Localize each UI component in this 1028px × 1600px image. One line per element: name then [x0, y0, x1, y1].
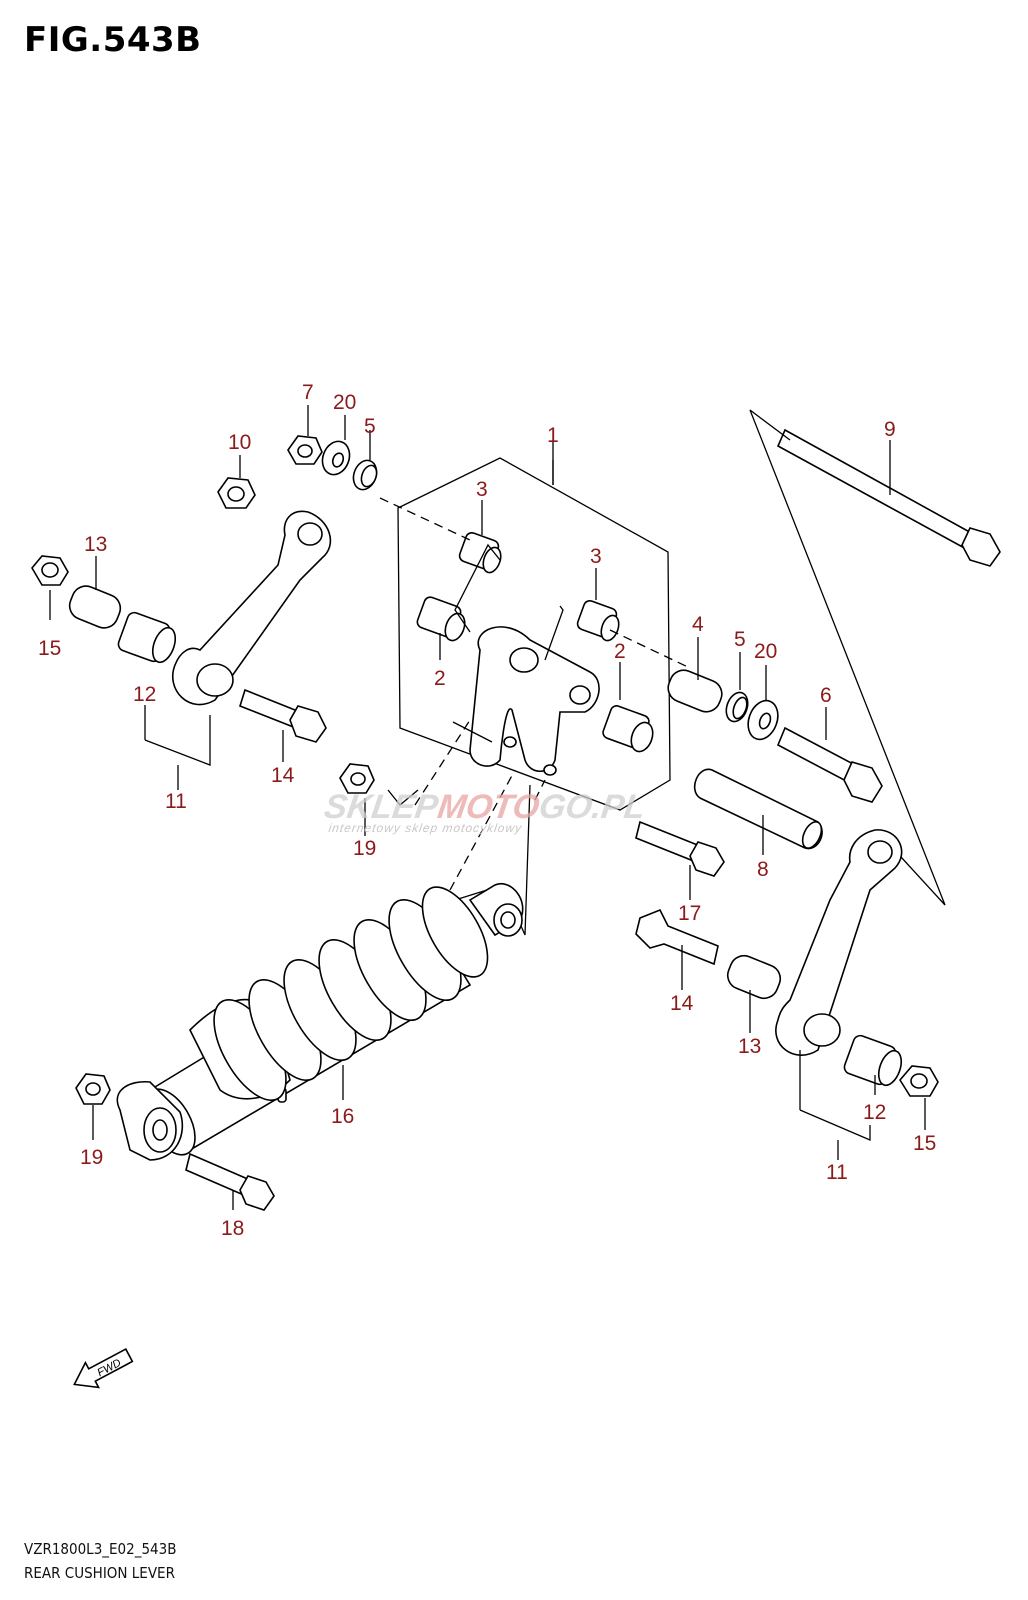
bolt-14-right — [635, 908, 719, 966]
pipe-8 — [694, 768, 823, 850]
callout-20a: 20 — [333, 391, 356, 414]
bolt-14-left — [239, 688, 327, 743]
watermark-brand-end: GO.PL — [537, 788, 648, 826]
callout-16: 16 — [331, 1105, 354, 1128]
nut-7 — [287, 435, 323, 465]
shock-spring — [213, 886, 489, 1102]
callout-11b: 11 — [826, 1161, 848, 1184]
callout-2b: 2 — [614, 640, 626, 663]
callout-14a: 14 — [271, 764, 295, 787]
svg-text:SKLEPMOTOGO.PL: SKLEPMOTOGO.PL — [322, 788, 648, 826]
nut-19-lower — [75, 1073, 111, 1105]
part-1-group-outline — [397, 457, 671, 811]
needle-bearing-3a — [458, 531, 502, 574]
figure-name: REAR CUSHION LEVER — [24, 1564, 175, 1582]
washer-20-right — [747, 699, 779, 741]
callout-5a: 5 — [364, 415, 376, 438]
callout-15a: 15 — [38, 637, 61, 660]
watermark-tagline: internetowy sklep motocyklowy — [328, 821, 524, 835]
callout-6: 6 — [820, 684, 832, 707]
nut-15-left — [31, 555, 69, 586]
washer-20-top — [321, 440, 351, 476]
callout-19b: 19 — [80, 1146, 103, 1169]
callout-5b: 5 — [734, 628, 746, 651]
needle-bearing-2a — [416, 596, 466, 642]
callout-1: 1 — [547, 424, 559, 447]
callout-18: 18 — [221, 1217, 244, 1240]
callout-9: 9 — [884, 418, 896, 441]
shock-lower-mount — [116, 1080, 184, 1161]
cushion-rod-right — [775, 829, 903, 1056]
spacer-4 — [667, 669, 723, 713]
fwd-label: FWD — [95, 1357, 123, 1379]
leader-lines — [49, 405, 926, 1210]
callout-13b: 13 — [738, 1035, 761, 1058]
figure-title: FIG.543B — [24, 20, 202, 60]
nut-10 — [217, 477, 256, 509]
bearing-12-right — [843, 1034, 903, 1087]
watermark: SKLEPMOTOGO.PL internetowy sklep motocyk… — [322, 788, 648, 835]
bolt-9 — [776, 428, 1001, 567]
seal-5-right — [725, 691, 749, 723]
nut-15-right — [899, 1065, 939, 1097]
nut-19-center — [339, 763, 375, 794]
callout-3b: 3 — [590, 545, 602, 568]
bolt-6 — [776, 726, 883, 803]
cushion-lever — [469, 626, 600, 776]
callout-14b: 14 — [670, 992, 694, 1015]
callout-12a: 12 — [133, 683, 156, 706]
callout-7: 7 — [302, 381, 314, 404]
bolt-18 — [185, 1152, 275, 1211]
needle-bearing-2b — [602, 705, 654, 753]
callout-3a: 3 — [476, 478, 488, 501]
model-code: VZR1800L3_E02_543B — [24, 1540, 177, 1558]
needle-bearing-3b — [576, 599, 620, 642]
spacer-13-left — [68, 585, 122, 629]
spacer-13-right — [726, 954, 782, 1000]
fwd-arrow-icon: FWD — [73, 1348, 134, 1389]
bearing-12-left — [117, 611, 177, 664]
callout-17: 17 — [678, 902, 701, 925]
callout-15b: 15 — [913, 1132, 936, 1155]
callout-4: 4 — [692, 613, 704, 636]
callout-12b: 12 — [863, 1101, 886, 1124]
watermark-brand-accent: MOTO — [435, 788, 542, 826]
watermark-brand-start: SKLEP — [322, 788, 441, 826]
callout-8: 8 — [757, 858, 769, 881]
seal-5-top — [352, 459, 378, 491]
cushion-rod-left — [172, 510, 332, 706]
callout-10: 10 — [228, 431, 251, 454]
callout-13a: 13 — [84, 533, 107, 556]
callout-2a: 2 — [434, 667, 446, 690]
callout-11a: 11 — [165, 790, 187, 813]
callout-20b: 20 — [754, 640, 777, 663]
bolt-17 — [635, 820, 725, 877]
callout-19a: 19 — [353, 837, 376, 860]
